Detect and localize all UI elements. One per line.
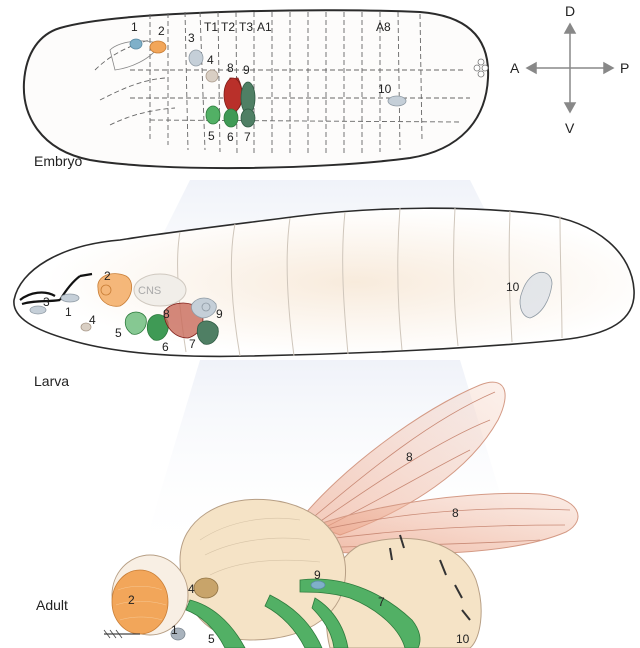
adult-number: 2 (128, 593, 135, 607)
embryo-disc-3 (188, 49, 204, 67)
larva-number: 9 (216, 307, 223, 321)
segment-label-t1: T1 (204, 20, 218, 34)
larva-number: 10 (506, 280, 520, 294)
embryo-disc-7 (240, 108, 256, 128)
adult-part-1 (170, 627, 186, 641)
adult-number: 4 (188, 582, 195, 596)
stage-label-larva: Larva (34, 373, 69, 389)
larva-disc-4 (80, 322, 92, 332)
adult-number: 1 (171, 623, 178, 637)
embryo-disc-10 (387, 95, 407, 107)
larva-disc-6 (146, 314, 169, 341)
embryo-stage: 1 2 3 4 5 6 7 8 9 10 T1 T2 T3 A1 A8 (22, 9, 490, 170)
adult-number: 8 (452, 506, 459, 520)
stage-label-adult: Adult (36, 597, 68, 613)
larva-number: 6 (162, 340, 169, 354)
larva-disc-10 (519, 271, 553, 319)
adult-wing-upper (299, 381, 506, 536)
embryo-number: 4 (207, 53, 214, 67)
larva-number: 7 (189, 337, 196, 351)
larva-stage: CNS 1 2 3 4 5 6 7 8 9 10 (13, 207, 635, 358)
larva-disc-7 (196, 320, 219, 345)
stage-label-embryo: Embryo (34, 153, 82, 169)
cns-label: CNS (138, 285, 161, 297)
larva-number: 4 (89, 313, 96, 327)
adult-part-4 (193, 577, 219, 599)
adult-number: 5 (208, 632, 215, 646)
larva-number: 1 (65, 305, 72, 319)
embryo-disc-1 (129, 38, 143, 50)
larva-disc-1 (60, 293, 80, 303)
larva-disc-3 (29, 305, 47, 315)
embryo-number: 1 (131, 20, 138, 34)
larva-number: 8 (163, 307, 170, 321)
segment-label-t2: T2 (221, 20, 235, 34)
adult-number: 8 (406, 450, 413, 464)
adult-number: 9 (314, 568, 321, 582)
segment-label-t3: T3 (239, 20, 253, 34)
adult-stage: 1 2 4 5 7 8 8 9 10 (103, 381, 579, 648)
embryo-number: 8 (227, 61, 234, 75)
embryo-disc-8b (223, 77, 243, 113)
embryo-disc-6 (223, 108, 239, 128)
segment-label-a1: A1 (257, 20, 272, 34)
larva-number: 3 (43, 295, 50, 309)
segment-grid (94, 11, 470, 155)
mouth-hooks (19, 272, 93, 306)
embryo-disc-5 (205, 105, 221, 125)
adult-part-9 (310, 580, 326, 590)
larva-disc-9 (191, 297, 217, 319)
embryo-disc-4 (205, 69, 219, 83)
larva-number: 5 (115, 326, 122, 340)
axis-compass (525, 22, 615, 114)
embryo-number: 7 (244, 130, 251, 144)
embryo-head-structures (109, 38, 219, 83)
embryo-number: 2 (158, 24, 165, 38)
segment-label-a8: A8 (376, 20, 391, 34)
embryo-number: 6 (227, 130, 234, 144)
adult-number: 10 (456, 632, 470, 646)
embryo-number: 10 (378, 82, 392, 96)
embryo-outline (22, 9, 490, 170)
larva-disc-5 (124, 311, 147, 335)
embryo-number: 5 (208, 129, 215, 143)
embryo-number: 3 (188, 31, 195, 45)
adult-eye (111, 569, 169, 635)
larva-disc-2 (97, 273, 133, 307)
embryo-disc-2 (149, 40, 167, 54)
axis-label-anterior: A (510, 60, 520, 76)
adult-number: 7 (378, 595, 385, 609)
axis-label-dorsal: D (565, 3, 575, 19)
axis-label-posterior: P (620, 60, 629, 76)
larva-cns (133, 273, 187, 307)
pole-cells (473, 58, 489, 78)
axis-label-ventral: V (565, 120, 575, 136)
embryo-number: 9 (243, 63, 250, 77)
larva-number: 2 (104, 269, 111, 283)
